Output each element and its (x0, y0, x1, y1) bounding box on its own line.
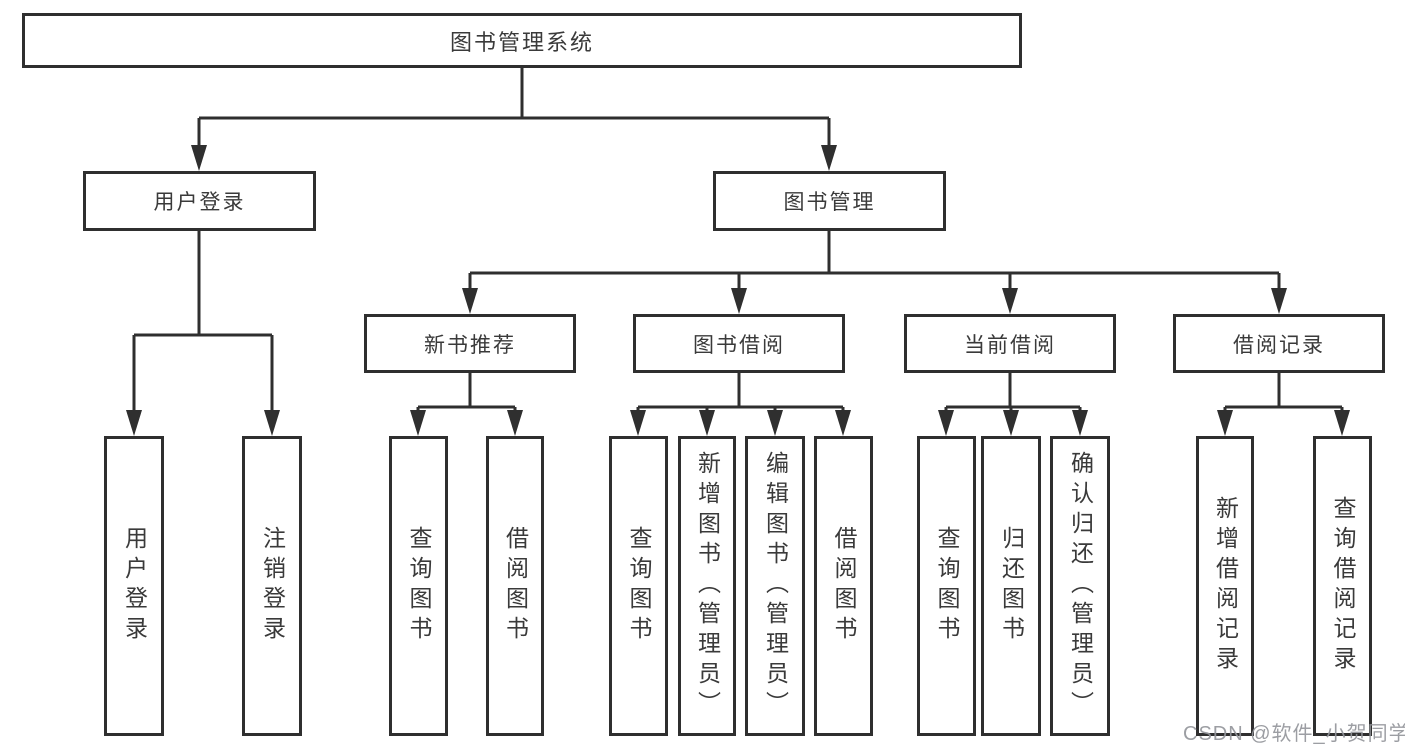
leaf-label: 用户登录 (121, 526, 148, 646)
leaf-confirm-return-admin: 确认归还（管理员） (1050, 436, 1110, 736)
node-new-book-recommend: 新书推荐 (364, 314, 576, 373)
node-label: 图书管理系统 (449, 29, 594, 55)
node-label: 图书借阅 (693, 333, 785, 357)
node-label: 当前借阅 (964, 333, 1056, 357)
leaf-label: 借阅图书 (502, 526, 529, 646)
leaf-query-books-current: 查询图书 (917, 436, 976, 736)
leaf-return-book: 归还图书 (981, 436, 1041, 736)
node-current-borrowing: 当前借阅 (904, 314, 1116, 373)
leaf-label: 查询图书 (406, 526, 432, 646)
leaf-add-borrow-record: 新增借阅记录 (1196, 436, 1254, 736)
leaf-user-login: 用户登录 (104, 436, 164, 736)
arrow-down-icons (126, 145, 1350, 436)
node-label: 借阅记录 (1233, 333, 1325, 357)
node-label: 新书推荐 (424, 333, 516, 357)
leaf-edit-book-admin: 编辑图书（管理员） (745, 436, 805, 736)
leaf-label: 编辑图书（管理员） (762, 451, 789, 721)
leaf-logout: 注销登录 (242, 436, 302, 736)
leaf-label: 新增借阅记录 (1212, 496, 1239, 676)
leaf-label: 查询图书 (934, 526, 960, 646)
leaf-label: 注销登录 (259, 526, 286, 646)
leaf-query-borrow-record: 查询借阅记录 (1313, 436, 1372, 736)
node-book-management: 图书管理 (713, 171, 946, 231)
node-library-system: 图书管理系统 (22, 13, 1022, 68)
leaf-label: 新增图书（管理员） (694, 451, 721, 721)
leaf-query-books-borrowing: 查询图书 (609, 436, 668, 736)
node-label: 图书管理 (783, 191, 876, 214)
leaf-query-books-newbooks: 查询图书 (389, 436, 448, 736)
leaf-label: 归还图书 (998, 526, 1025, 646)
leaf-label: 查询借阅记录 (1330, 496, 1356, 676)
leaf-label: 借阅图书 (831, 526, 857, 646)
node-user-login: 用户登录 (83, 171, 316, 231)
node-book-borrowing: 图书借阅 (633, 314, 845, 373)
node-label: 用户登录 (153, 191, 246, 214)
leaf-borrow-books-borrowing: 借阅图书 (814, 436, 873, 736)
leaf-add-book-admin: 新增图书（管理员） (678, 436, 736, 736)
node-borrow-records: 借阅记录 (1173, 314, 1385, 373)
leaf-label: 查询图书 (626, 526, 652, 646)
csdn-watermark: CSDN @软件_小贺同学 (1183, 723, 1405, 745)
leaf-borrow-books-newbooks: 借阅图书 (486, 436, 544, 736)
leaf-label: 确认归还（管理员） (1067, 451, 1094, 721)
